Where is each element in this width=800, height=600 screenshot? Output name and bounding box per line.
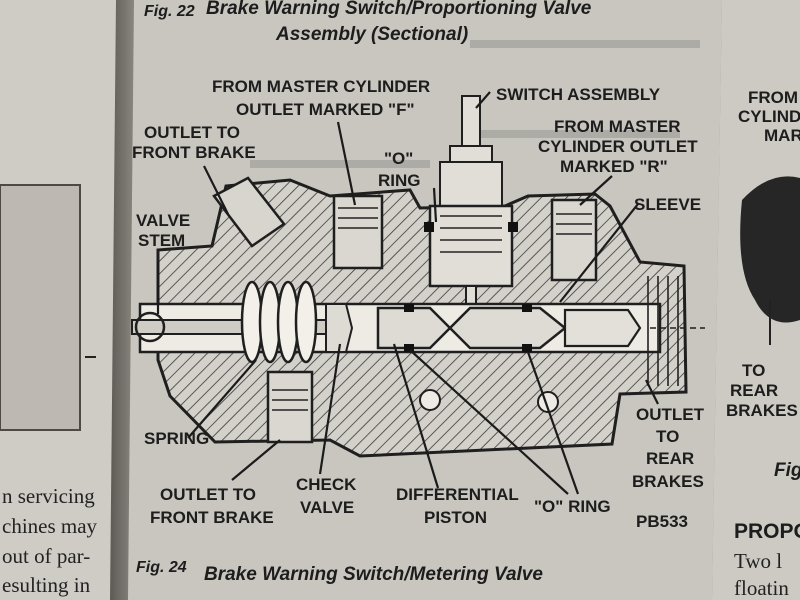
svg-text:SWITCH ASSEMBLY: SWITCH ASSEMBLY bbox=[496, 85, 661, 104]
svg-text:FRONT BRAKE: FRONT BRAKE bbox=[150, 508, 274, 527]
left-page: n servicing chines may out of par- esult… bbox=[0, 0, 122, 600]
callout-leaders bbox=[156, 91, 659, 495]
svg-text:BRAKES: BRAKES bbox=[632, 472, 704, 491]
svg-text:chines may: chines may bbox=[2, 514, 98, 538]
svg-text:REAR: REAR bbox=[646, 449, 694, 468]
svg-text:BRAKES: BRAKES bbox=[726, 401, 798, 420]
svg-text:VALVE: VALVE bbox=[300, 498, 354, 517]
differential-piston-part bbox=[376, 306, 568, 350]
sleeve-part bbox=[563, 308, 642, 348]
o-ring-switch-left bbox=[424, 222, 434, 232]
svg-text:SPRING: SPRING bbox=[144, 429, 209, 448]
svg-text:"O": "O" bbox=[384, 149, 413, 168]
o-ring-piston-bottom bbox=[404, 344, 414, 352]
svg-text:FROM MASTER CYLINDER: FROM MASTER CYLINDER bbox=[212, 77, 430, 96]
svg-text:OUTLET TO: OUTLET TO bbox=[144, 123, 240, 142]
left-page-text: n servicing chines may out of par- esult… bbox=[2, 484, 98, 597]
svg-text:FROM M: FROM M bbox=[748, 88, 800, 107]
svg-text:MARKED "R": MARKED "R" bbox=[560, 157, 668, 176]
outlet-front-top-boss bbox=[212, 176, 286, 248]
right-page: FROM M CYLINDER MARK TO REAR BRAKES Fig … bbox=[712, 0, 800, 600]
svg-text:OUTLET TO: OUTLET TO bbox=[160, 485, 256, 504]
diagram-code: PB533 bbox=[636, 512, 688, 531]
svg-text:Brake Warning Switch/Proportio: Brake Warning Switch/Proportioning Valve bbox=[206, 0, 592, 19]
svg-text:PISTON: PISTON bbox=[424, 508, 487, 527]
svg-text:Fig. 24: Fig. 24 bbox=[136, 559, 187, 576]
svg-text:esulting in: esulting in bbox=[2, 573, 91, 597]
switch-assembly-part bbox=[424, 95, 518, 305]
svg-text:TO: TO bbox=[742, 361, 765, 380]
diagram-labels: FROM MASTER CYLINDER OUTLET MARKED "F" S… bbox=[132, 77, 705, 531]
svg-text:STEM: STEM bbox=[138, 231, 185, 250]
svg-text:VALVE: VALVE bbox=[136, 211, 190, 230]
bleed-through-text bbox=[250, 40, 700, 168]
rear-brake-hose-photo bbox=[740, 176, 800, 323]
valve-stem-cap bbox=[134, 311, 166, 343]
svg-text:CHECK: CHECK bbox=[296, 475, 357, 494]
svg-text:Two l: Two l bbox=[734, 549, 782, 573]
svg-text:OUTLET MARKED "F": OUTLET MARKED "F" bbox=[236, 100, 415, 119]
o-ring-piston-top bbox=[404, 304, 414, 312]
svg-text:Fig. 22: Fig. 22 bbox=[144, 3, 195, 20]
port-r-boss bbox=[550, 198, 598, 282]
svg-text:SLEEVE: SLEEVE bbox=[634, 195, 701, 214]
svg-text:REAR: REAR bbox=[730, 381, 778, 400]
svg-text:CYLINDER OUTLET: CYLINDER OUTLET bbox=[538, 137, 698, 156]
svg-text:"O" RING: "O" RING bbox=[534, 497, 611, 516]
svg-text:PROPO: PROPO bbox=[734, 520, 800, 543]
svg-text:TO: TO bbox=[656, 427, 679, 446]
svg-text:FRONT BRAKE: FRONT BRAKE bbox=[132, 143, 256, 162]
svg-text:Assembly (Sectional): Assembly (Sectional) bbox=[275, 24, 468, 45]
check-valve-part bbox=[325, 303, 354, 353]
fig22-caption: Fig. 22 Brake Warning Switch/Proportioni… bbox=[144, 0, 592, 45]
svg-text:OUTLET: OUTLET bbox=[636, 405, 705, 424]
svg-text:MARK: MARK bbox=[764, 126, 800, 145]
svg-text:out of par-: out of par- bbox=[2, 544, 90, 568]
port-f-boss bbox=[332, 194, 384, 270]
svg-text:CYLINDER: CYLINDER bbox=[738, 107, 800, 126]
svg-text:RING: RING bbox=[378, 171, 421, 190]
outlet-front-bottom-boss bbox=[266, 370, 314, 444]
svg-text:FROM MASTER: FROM MASTER bbox=[554, 117, 681, 136]
o-ring-piston-right-top bbox=[522, 304, 532, 312]
outlet-rear-threads bbox=[647, 276, 679, 386]
valve-diagram bbox=[131, 95, 705, 458]
spring-part bbox=[240, 280, 318, 364]
svg-text:DIFFERENTIAL: DIFFERENTIAL bbox=[396, 485, 519, 504]
o-ring-piston-right-bottom bbox=[522, 344, 532, 352]
svg-text:floatin: floatin bbox=[734, 576, 789, 600]
svg-text:Fig: Fig bbox=[774, 460, 800, 481]
o-ring-switch-right bbox=[508, 222, 518, 232]
fig24-caption: Fig. 24 Brake Warning Switch/Metering Va… bbox=[136, 559, 543, 585]
svg-text:n servicing: n servicing bbox=[2, 484, 95, 508]
svg-text:Brake Warning Switch/Metering: Brake Warning Switch/Metering Valve bbox=[204, 564, 543, 585]
